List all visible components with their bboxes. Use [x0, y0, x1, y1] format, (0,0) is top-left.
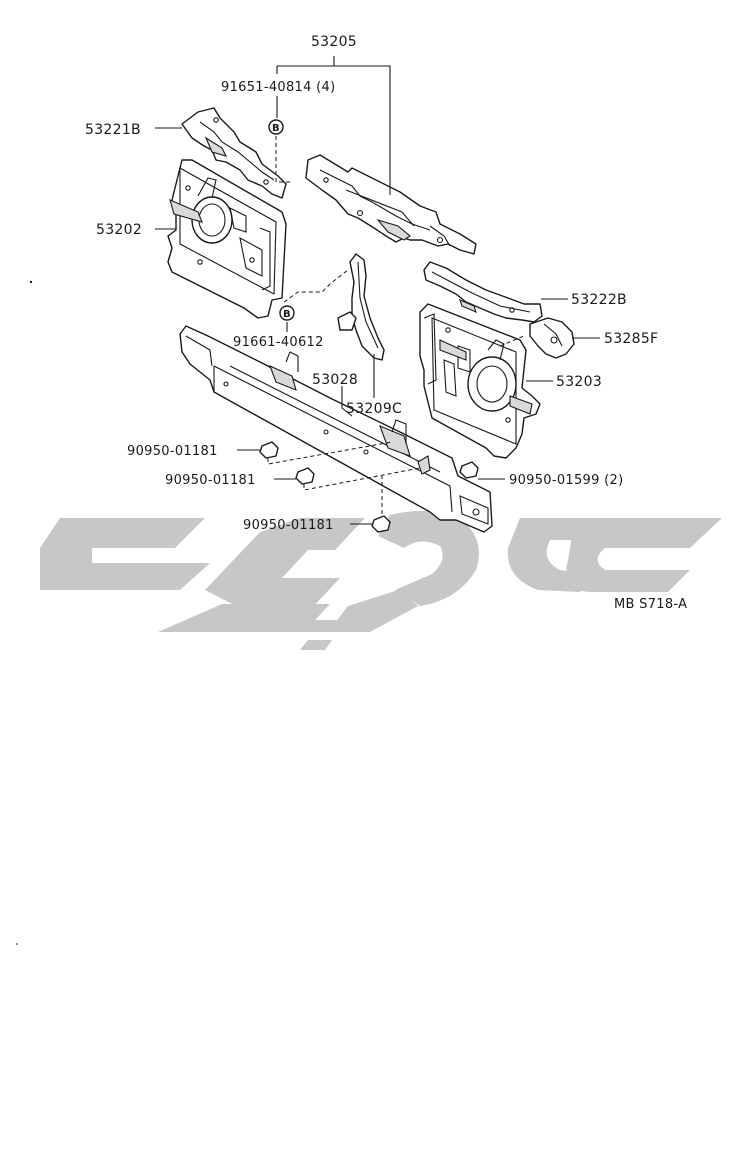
part-53285f-small-bracket — [529, 317, 575, 359]
nut-icon — [259, 441, 279, 459]
label-53203: 53203 — [556, 374, 602, 390]
label-nut-3: 90950-01181 — [243, 518, 334, 533]
label-53222b: 53222B — [571, 292, 627, 308]
label-bolt-lower: 91661-40612 — [233, 335, 324, 350]
bolt-marker-upper: B — [268, 119, 284, 135]
nut-icon — [295, 467, 315, 485]
label-nut-4: 90950-01599 (2) — [509, 473, 623, 488]
figure-code: MB S718-A — [614, 597, 687, 612]
part-53028-cross-member — [179, 325, 493, 533]
label-53205: 53205 — [311, 34, 357, 50]
part-53209c-brace — [337, 253, 385, 361]
nut-icon — [371, 515, 391, 533]
leader-lines — [155, 56, 600, 525]
label-nut-1: 90950-01181 — [127, 444, 218, 459]
label-53285f: 53285F — [604, 331, 658, 347]
bolt-marker-letter: B — [283, 309, 291, 320]
bolt-marker-letter: B — [272, 123, 280, 134]
label-nut-2: 90950-01181 — [165, 473, 256, 488]
label-53028: 53028 — [312, 372, 358, 388]
dashed-assembly-lines — [267, 136, 525, 514]
part-53221b-left-upper-bracket — [181, 107, 287, 199]
label-53221b: 53221B — [85, 122, 141, 138]
scan-dot — [29, 280, 33, 284]
label-53209c: 53209C — [346, 401, 402, 417]
label-53202: 53202 — [96, 222, 142, 238]
label-bolt-upper: 91651-40814 (4) — [221, 80, 335, 95]
part-53203-right-headlamp-panel — [419, 303, 541, 459]
watermark-logo — [40, 511, 722, 650]
bolt-marker-lower: B — [279, 305, 295, 321]
nut-icon — [459, 461, 479, 479]
part-53205-center-bracket — [305, 154, 477, 255]
part-53202-left-headlamp-panel — [167, 159, 287, 319]
scan-dot — [16, 943, 18, 945]
